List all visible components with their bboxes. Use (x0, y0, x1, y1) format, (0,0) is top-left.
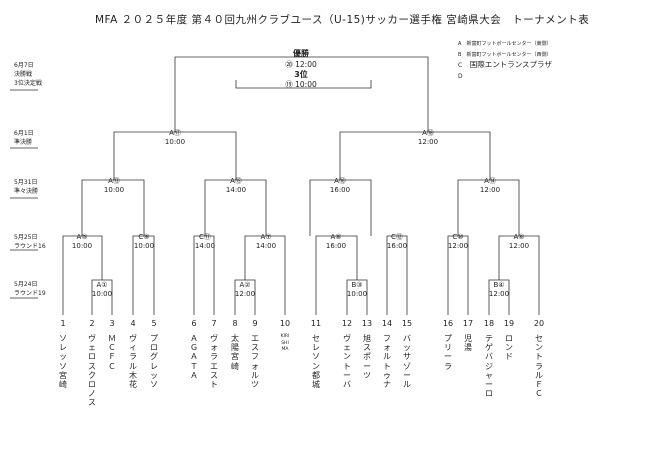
team-name: 太陽宮崎 (231, 334, 239, 371)
round-label-r16: 5月25日ラウンド16 (14, 234, 46, 250)
legend-b: B 新富町フットボールセンター（西側） (458, 52, 552, 58)
team-name: ソレッソ宮崎 (59, 334, 67, 390)
team-name: ヴェロスクロノス (88, 334, 96, 408)
team-name: バッサゾール (403, 334, 411, 390)
team-number: 12 (341, 319, 353, 328)
team-name: テゲバジャーロ (485, 334, 493, 399)
team-name: ヴォラエスト (210, 334, 218, 390)
match-third: 3位 (294, 70, 308, 79)
team-name: セレソン都城 (312, 334, 320, 390)
legend-a: A 新富町フットボールセンター（東側） (458, 41, 552, 47)
team-number: 5 (151, 319, 157, 328)
team-number: 7 (211, 319, 217, 328)
team-number: 18 (483, 319, 495, 328)
team-number: 6 (191, 319, 197, 328)
team-number: 15 (401, 319, 413, 328)
team-number: 13 (361, 319, 373, 328)
team-name: ヴィラル木花 (129, 334, 137, 390)
round-label-semifinal: 6月1日準決勝 (14, 130, 34, 146)
team-number: 10 (279, 319, 291, 328)
match-third-time: ⑲ 10:00 (285, 80, 317, 89)
round-label-r19: 5月24日ラウンド19 (14, 281, 46, 297)
team-number: 19 (503, 319, 515, 328)
team-name: プリーラ (444, 334, 452, 371)
team-number: 4 (130, 319, 136, 328)
team-number: 14 (381, 319, 393, 328)
team-number: 20 (533, 319, 545, 328)
team-name: ロンド (505, 334, 513, 362)
page-title: MFA ２０２５年度 第４０回九州クラブユース（U-15)サッカー選手権 宮崎県… (95, 14, 590, 26)
team-number: 9 (252, 319, 258, 328)
team-name: セントラルＦＣ (535, 334, 543, 399)
legend-c: C 国際エントランスプラザ (458, 60, 553, 69)
match-final-time: ⑳ 12:00 (285, 60, 317, 69)
legend-d: D (458, 73, 463, 80)
team-number: 17 (462, 319, 474, 328)
match-final: 優勝 (293, 49, 309, 58)
team-name: ＡＧＡＴＡ (190, 334, 198, 380)
team-number: 16 (442, 319, 454, 328)
team-number: 2 (89, 319, 95, 328)
team-name: 児湯 (464, 334, 472, 353)
team-name: 旭スポーツ (363, 334, 371, 380)
team-name: プログレッソ (150, 334, 158, 390)
team-name: ヴェントーバ (343, 334, 351, 390)
team-name: ＭＣＦＣ (108, 334, 116, 371)
team-name: エスフォルツ (251, 334, 259, 390)
team-number: 1 (60, 319, 66, 328)
round-label-quarterfinal: 5月31日準々決勝 (14, 179, 39, 195)
team-name: KIRISHIMA (280, 334, 290, 352)
team-name: フォルトゥナ (383, 334, 391, 390)
team-number: 3 (109, 319, 115, 328)
team-number: 8 (232, 319, 238, 328)
team-number: 11 (310, 319, 322, 328)
